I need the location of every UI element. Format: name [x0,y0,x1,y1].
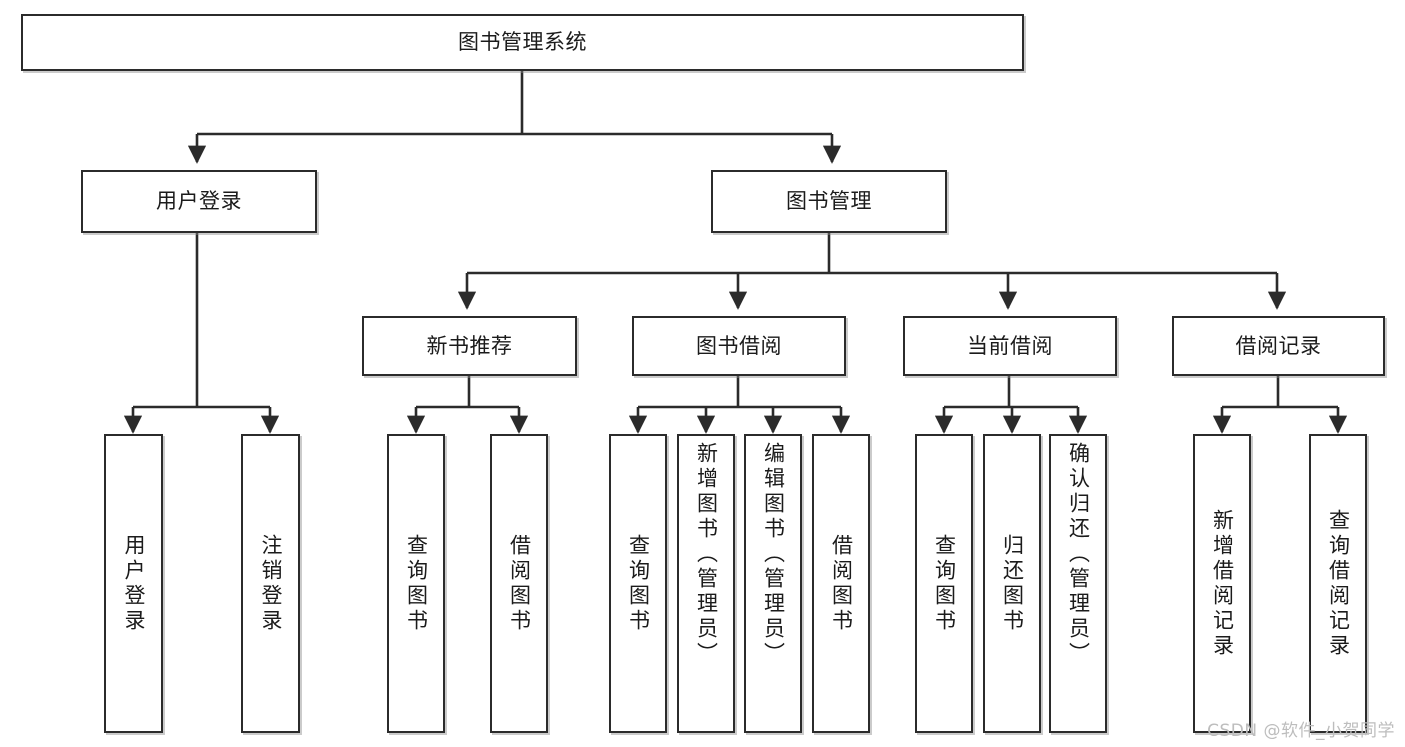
node-book-borrow[interactable]: 图书借阅 [632,316,846,376]
node-leaf-query-book-1[interactable]: 查询图书 [387,434,445,733]
node-leaf-add-record-label: 新增借阅记录 [1210,508,1235,659]
node-leaf-confirm-return[interactable]: 确认归还（管理员） [1049,434,1107,733]
node-leaf-query-book-3-label: 查询图书 [932,533,957,634]
node-leaf-query-book-1-label: 查询图书 [404,533,429,634]
node-new-book-recommend-label: 新书推荐 [426,333,513,358]
csdn-watermark: CSDN @软件_小贺同学 [1207,721,1395,741]
node-user-login-label: 用户登录 [156,189,242,214]
node-current-borrow[interactable]: 当前借阅 [903,316,1117,376]
node-leaf-borrow-book-1[interactable]: 借阅图书 [490,434,548,733]
node-leaf-add-record[interactable]: 新增借阅记录 [1193,434,1251,733]
node-book-borrow-label: 图书借阅 [696,333,782,358]
node-leaf-return-book[interactable]: 归还图书 [983,434,1041,733]
node-borrow-record-label: 借阅记录 [1235,333,1322,358]
node-user-login[interactable]: 用户登录 [81,170,317,233]
node-root[interactable]: 图书管理系统 [21,14,1024,71]
node-leaf-query-book-2[interactable]: 查询图书 [609,434,667,733]
node-leaf-query-book-2-label: 查询图书 [626,533,651,634]
node-book-manage-label: 图书管理 [786,189,872,214]
node-leaf-edit-book-label: 编辑图书（管理员） [761,442,786,667]
node-leaf-logout-login[interactable]: 注销登录 [241,434,300,733]
node-leaf-user-login-label: 用户登录 [122,533,146,634]
node-leaf-query-book-3[interactable]: 查询图书 [915,434,973,733]
node-leaf-borrow-book-2[interactable]: 借阅图书 [812,434,870,733]
node-leaf-confirm-return-label: 确认归还（管理员） [1066,442,1091,667]
node-leaf-query-record[interactable]: 查询借阅记录 [1309,434,1367,733]
node-leaf-edit-book[interactable]: 编辑图书（管理员） [744,434,802,733]
node-leaf-return-book-label: 归还图书 [1000,533,1025,634]
node-root-label: 图书管理系统 [458,30,587,55]
node-new-book-recommend[interactable]: 新书推荐 [362,316,577,376]
node-leaf-borrow-book-1-label: 借阅图书 [507,533,532,634]
node-leaf-add-book[interactable]: 新增图书（管理员） [677,434,735,733]
node-borrow-record[interactable]: 借阅记录 [1172,316,1385,376]
node-leaf-query-record-label: 查询借阅记录 [1326,508,1351,659]
node-leaf-borrow-book-2-label: 借阅图书 [829,533,854,634]
node-current-borrow-label: 当前借阅 [967,333,1053,358]
node-leaf-user-login[interactable]: 用户登录 [104,434,163,733]
node-leaf-logout-login-label: 注销登录 [259,533,283,634]
node-book-manage[interactable]: 图书管理 [711,170,947,233]
node-leaf-add-book-label: 新增图书（管理员） [694,442,719,667]
